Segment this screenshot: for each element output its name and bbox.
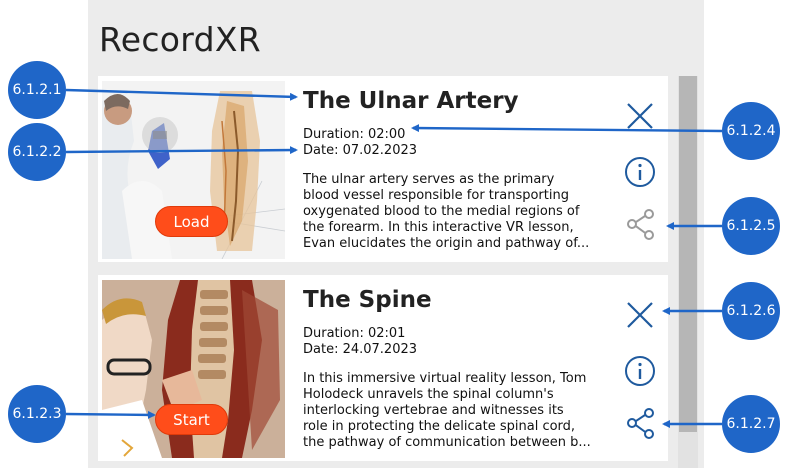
app-title: RecordXR [99,20,261,59]
callout-6-1-2-3: 6.1.2.3 [8,385,66,443]
info-icon[interactable] [620,351,660,391]
arrow-6-1-2-4 [411,124,723,133]
lesson-date: Date: 24.07.2023 [303,342,418,357]
lesson-description: The ulnar artery serves as the primary b… [303,172,590,251]
share-icon[interactable] [620,204,660,244]
lesson-date: Date: 07.02.2023 [303,143,418,158]
lesson-description: In this immersive virtual reality lesson… [303,371,591,450]
callout-6-1-2-2: 6.1.2.2 [8,123,66,181]
callout-6-1-2-1: 6.1.2.1 [8,61,66,119]
callout-6-1-2-5: 6.1.2.5 [722,197,780,255]
arrow-6-1-2-1 [65,88,298,101]
load-button[interactable]: Load [155,206,228,237]
lesson-card: Start The Spine Duration: 02:01 Date: 24… [98,275,668,461]
callout-6-1-2-6: 6.1.2.6 [722,282,780,340]
lesson-thumbnail: Start [102,280,285,458]
lesson-duration: Duration: 02:01 [303,326,406,341]
callout-6-1-2-4: 6.1.2.4 [722,102,780,160]
scrollbar-thumb[interactable] [679,76,697,432]
close-icon[interactable] [620,96,660,136]
callout-6-1-2-7: 6.1.2.7 [722,395,780,453]
start-button[interactable]: Start [155,404,228,435]
lesson-card: Load The Ulnar Artery Duration: 02:00 Da… [98,76,668,262]
lesson-thumbnail: Load [102,81,285,259]
lesson-title: The Spine [303,287,432,313]
close-icon[interactable] [620,295,660,335]
arrow-6-1-2-3 [65,410,156,419]
spine-preview-image [102,280,285,458]
info-icon[interactable] [620,152,660,192]
lesson-title: The Ulnar Artery [303,88,519,114]
share-icon[interactable] [620,403,660,443]
arrow-6-1-2-2 [65,146,298,155]
ulnar-artery-preview-image [102,81,285,259]
lesson-duration: Duration: 02:00 [303,127,406,142]
